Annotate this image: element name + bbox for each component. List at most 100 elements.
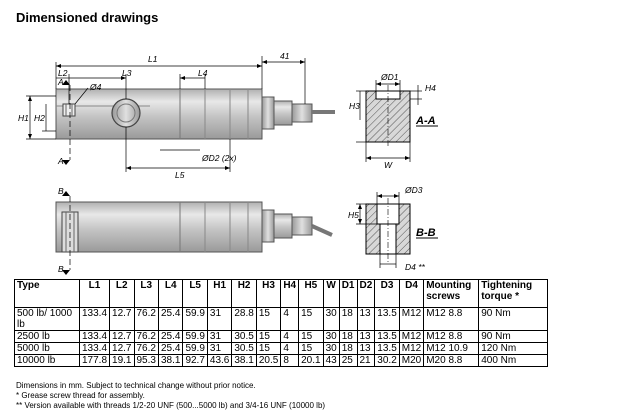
header-h5: H5	[298, 279, 324, 308]
label-H5: H5	[348, 210, 359, 220]
table-cell: 31	[206, 342, 233, 355]
dimensions-a-a	[356, 80, 422, 162]
table-cell: 25	[338, 354, 358, 367]
label-41: 41	[280, 51, 290, 61]
table-cell: 10000 lb	[14, 354, 80, 367]
label-D1: ØD1	[380, 72, 399, 82]
table-cell: 18	[338, 307, 358, 331]
table-cell: 2500 lb	[14, 330, 80, 343]
table-cell: 38.1	[157, 354, 184, 367]
label-L3: L3	[122, 68, 132, 78]
specifications-table: Type L1 L2 L3 L4 L5 H1 H2 H3 H4 H5 W D1 …	[14, 279, 549, 367]
table-cell: 30.5	[231, 342, 257, 355]
header-h1: H1	[206, 279, 233, 308]
table-cell: 30.2	[374, 354, 400, 367]
label-B-bottom: B	[58, 264, 64, 274]
table-cell: 21	[356, 354, 376, 367]
arrowheads-bottom	[62, 191, 70, 275]
arrowheads-b-b	[358, 194, 399, 224]
header-w: W	[322, 279, 340, 308]
header-tightening-torque: Tightening torque *	[478, 279, 549, 308]
header-d2: D2	[356, 279, 376, 308]
table-cell: 18	[338, 330, 358, 343]
header-h4: H4	[280, 279, 300, 308]
table-cell: 19.1	[109, 354, 135, 367]
dimensioned-drawing: L1 41 L2 L3 L4 H1 H2 Ø4 ØD2 (2x) L5 A A …	[18, 51, 438, 275]
footnote-threads: ** Version available with threads 1/2-20…	[16, 401, 326, 410]
label-D3: ØD3	[404, 185, 423, 195]
table-cell: 500 lb/ 1000 lb	[14, 307, 80, 331]
table-cell: 31	[206, 307, 233, 331]
header-h2: H2	[231, 279, 257, 308]
label-A-bottom: A	[57, 156, 64, 166]
side-view-bottom	[55, 201, 333, 253]
table-cell: 13.5	[374, 330, 400, 343]
table-cell: 15	[298, 330, 324, 343]
table-cell: 120 Nm	[478, 342, 549, 355]
table-cell: 76.2	[133, 330, 159, 343]
table-cell: 76.2	[133, 342, 159, 355]
table-cell: M12 8.8	[423, 330, 480, 343]
table-cell: 133.4	[78, 342, 111, 355]
section-label-a-a: A-A	[415, 115, 436, 127]
table-cell: 177.8	[78, 354, 111, 367]
table-cell: 13.5	[374, 342, 400, 355]
table-cell: 13	[356, 307, 376, 331]
header-mounting-screws: Mounting screws	[423, 279, 480, 308]
table-cell: 92.7	[182, 354, 208, 367]
header-l5: L5	[182, 279, 208, 308]
label-L5: L5	[175, 170, 185, 180]
table-cell: 8	[280, 354, 300, 367]
table-cell: 400 Nm	[478, 354, 549, 367]
table-cell: 95.3	[133, 354, 159, 367]
table-cell: 4	[280, 330, 300, 343]
label-L2: L2	[58, 68, 68, 78]
table-cell: 20.5	[255, 354, 282, 367]
table-cell: 59.9	[182, 330, 208, 343]
footnote-grease: * Grease screw thread for assembly.	[16, 391, 145, 400]
table-cell: M20 8.8	[423, 354, 480, 367]
table-cell: 43.6	[206, 354, 233, 367]
table-cell: 90 Nm	[478, 307, 549, 331]
table-cell: M20	[398, 354, 425, 367]
table-cell: 38.1	[231, 354, 257, 367]
arrowheads-a-a	[366, 82, 410, 160]
table-cell: 12.7	[109, 342, 135, 355]
table-cell: 59.9	[182, 307, 208, 331]
label-L4: L4	[198, 68, 208, 78]
table-cell: 43	[322, 354, 340, 367]
table-cell: 133.4	[78, 307, 111, 331]
label-L1: L1	[148, 54, 158, 64]
table-cell: 15	[255, 330, 282, 343]
header-l3: L3	[133, 279, 159, 308]
header-d4: D4	[398, 279, 425, 308]
table-cell: M12	[398, 342, 425, 355]
label-H4: H4	[425, 83, 436, 93]
label-D4-star: D4 **	[405, 262, 426, 272]
label-A-top: A	[57, 77, 64, 87]
table-cell: 15	[255, 307, 282, 331]
table-cell: M12	[398, 307, 425, 331]
table-cell: 15	[255, 342, 282, 355]
table-cell: M12 10.9	[423, 342, 480, 355]
table-cell: 5000 lb	[14, 342, 80, 355]
table-cell: 25.4	[157, 307, 184, 331]
table-cell: 18	[338, 342, 358, 355]
table-cell: 4	[280, 307, 300, 331]
arrowheads-top	[28, 60, 305, 170]
table-cell: 76.2	[133, 307, 159, 331]
header-h3: H3	[255, 279, 282, 308]
table-cell: 59.9	[182, 342, 208, 355]
table-cell: 13.5	[374, 307, 400, 331]
table-cell: 13	[356, 330, 376, 343]
table-cell: 12.7	[109, 330, 135, 343]
header-l2: L2	[109, 279, 135, 308]
table-cell: M12	[398, 330, 425, 343]
label-D4-hole: Ø4	[89, 82, 102, 92]
footnote-dimensions: Dimensions in mm. Subject to technical c…	[16, 381, 256, 390]
header-d3: D3	[374, 279, 400, 308]
